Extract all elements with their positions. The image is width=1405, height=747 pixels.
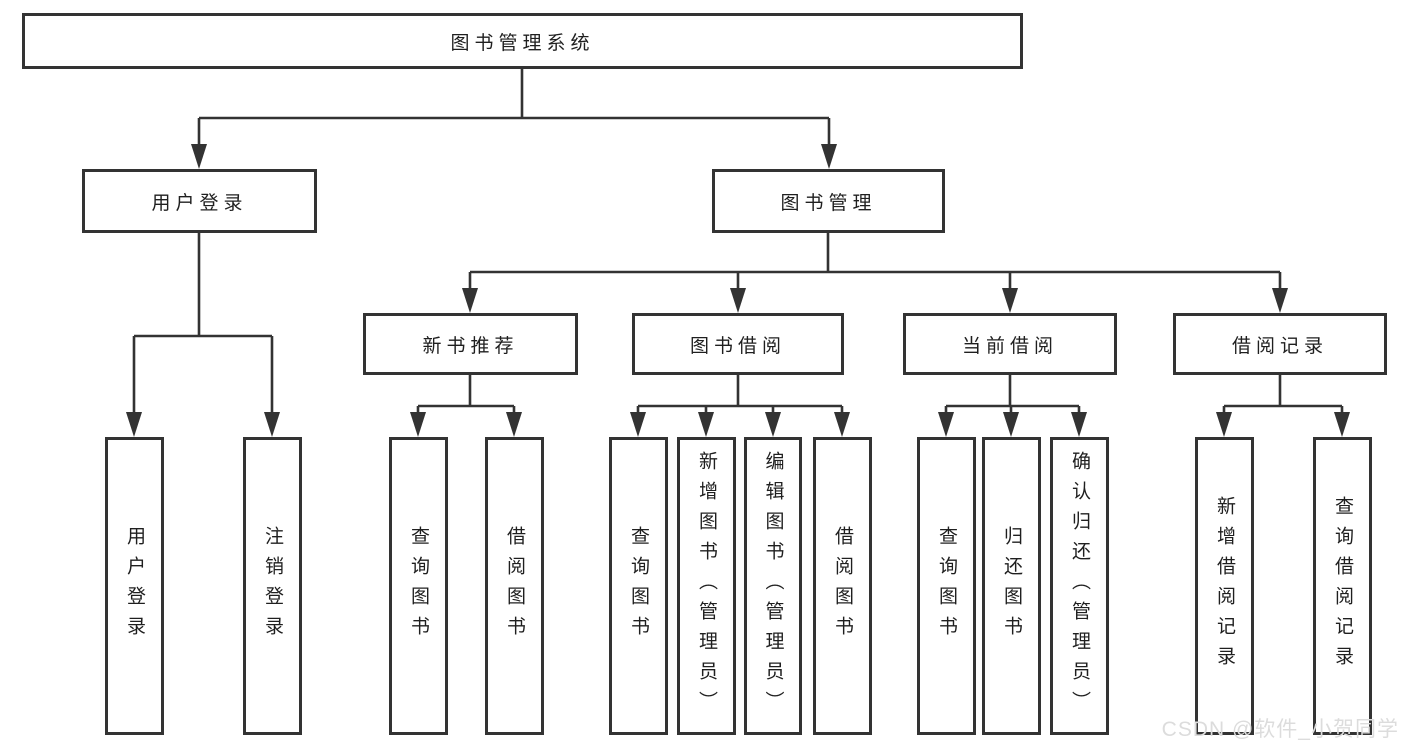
node-user-login-label: 用户登录 xyxy=(151,192,248,214)
leaf-edit-books-admin: 编辑图书（管理员） xyxy=(744,437,802,735)
leaf-query-borrow-record-label: 查询借阅记录 xyxy=(1332,496,1353,676)
leaf-confirm-return-admin-label: 确认归还（管理员） xyxy=(1069,451,1090,721)
leaf-return-books: 归还图书 xyxy=(982,437,1041,735)
leaf-borrow-books-recommend: 借阅图书 xyxy=(485,437,544,735)
leaf-logout-login: 注销登录 xyxy=(243,437,302,735)
node-book-borrowing-label: 图书借阅 xyxy=(689,335,786,357)
leaf-query-borrow-record: 查询借阅记录 xyxy=(1313,437,1372,735)
node-book-management: 图书管理 xyxy=(712,169,945,233)
leaf-borrow-books-borrowing: 借阅图书 xyxy=(813,437,872,735)
csdn-watermark: CSDN @软件_小贺同学 xyxy=(1161,718,1399,741)
node-root-label: 图书管理系统 xyxy=(450,32,595,54)
leaf-user-login-label: 用户登录 xyxy=(124,526,145,646)
leaf-query-books-current: 查询图书 xyxy=(917,437,976,735)
leaf-return-books-label: 归还图书 xyxy=(1001,526,1022,646)
connector-paths xyxy=(132,68,1344,418)
node-new-book-recommend-label: 新书推荐 xyxy=(422,335,519,357)
node-borrowing-records: 借阅记录 xyxy=(1173,313,1387,375)
leaf-borrow-books-borrowing-label: 借阅图书 xyxy=(832,526,853,646)
leaf-query-books-recommend: 查询图书 xyxy=(389,437,448,735)
node-book-borrowing: 图书借阅 xyxy=(632,313,844,375)
leaf-edit-books-admin-label: 编辑图书（管理员） xyxy=(762,451,784,721)
node-root: 图书管理系统 xyxy=(22,13,1023,69)
leaf-add-borrow-record: 新增借阅记录 xyxy=(1195,437,1254,735)
leaf-query-books-current-label: 查询图书 xyxy=(936,526,957,646)
node-current-borrowing: 当前借阅 xyxy=(903,313,1117,375)
node-current-borrowing-label: 当前借阅 xyxy=(961,335,1058,357)
leaf-add-books-admin-label: 新增图书（管理员） xyxy=(696,451,717,721)
leaf-confirm-return-admin: 确认归还（管理员） xyxy=(1050,437,1109,735)
leaf-query-books-borrowing-label: 查询图书 xyxy=(628,526,649,646)
leaf-add-borrow-record-label: 新增借阅记录 xyxy=(1214,496,1235,676)
node-new-book-recommend: 新书推荐 xyxy=(363,313,578,375)
leaf-logout-login-label: 注销登录 xyxy=(262,526,283,646)
node-book-management-label: 图书管理 xyxy=(780,192,877,214)
leaf-borrow-books-recommend-label: 借阅图书 xyxy=(504,526,525,646)
arrowheads xyxy=(126,144,1350,437)
leaf-user-login: 用户登录 xyxy=(105,437,164,735)
node-borrowing-records-label: 借阅记录 xyxy=(1231,335,1328,357)
leaf-query-books-borrowing: 查询图书 xyxy=(609,437,668,735)
leaf-add-books-admin: 新增图书（管理员） xyxy=(677,437,736,735)
leaf-query-books-recommend-label: 查询图书 xyxy=(408,526,429,646)
node-user-login: 用户登录 xyxy=(82,169,317,233)
